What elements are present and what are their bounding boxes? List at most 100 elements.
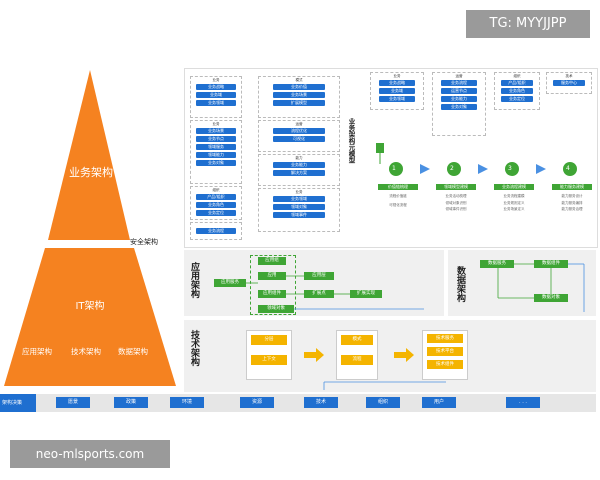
security-label: 安全架构 — [130, 238, 158, 246]
bm-step-3-detail-1: 业务流程建模 — [503, 194, 525, 198]
bottom-label-app: 应用架构 — [22, 347, 52, 356]
bm-top-group1-title: 业务 — [393, 74, 401, 78]
app-arch-label: 应用架构 — [189, 262, 199, 298]
bm-step-3-detail-2: 业务规则定义 — [503, 200, 525, 205]
bm-col1-group2-title: 业务 — [212, 122, 220, 126]
bottom-chip-tech: 技术 — [304, 397, 338, 408]
bm-col1-group2-item5: 业务对象 — [196, 160, 236, 166]
bm-top-group1: 业务 业务战略 业务域 业务领域 — [370, 72, 424, 110]
bm-col2-group3-title: 能力 — [295, 156, 303, 160]
bottom-chip-org: 组织 — [366, 397, 400, 408]
bottom-chip-vision: 愿景 — [56, 397, 90, 408]
pyramid-middle-label: IT架构 — [75, 301, 105, 312]
data-box-object: 数据对象 — [534, 294, 568, 302]
bottom-chip-environment: 环境 — [170, 397, 204, 408]
bm-col2-group2-item2: 可视化 — [273, 136, 325, 142]
bottom-chip-resource: 资源 — [240, 397, 274, 408]
bm-col1-group1-item2: 业务域 — [196, 92, 236, 98]
bm-col2-group4-item1: 业务领域 — [273, 196, 325, 202]
watermark-top-text: TG: MYYJJPP — [489, 16, 567, 31]
bm-top-group2: 运营 业务流程 运营节点 业务能力 业务对象 — [432, 72, 486, 136]
app-box-component: 应用组件 — [258, 290, 286, 298]
bottom-bar-label-box — [0, 394, 36, 412]
tech-arch-label: 技术架构 — [189, 330, 199, 366]
tech-col1: 分层 上下文 — [246, 330, 292, 380]
bm-col2-group3-item1: 业务能力 — [273, 162, 325, 168]
bm-step-1-num: 1 — [392, 165, 396, 172]
tech-arrow-1 — [304, 348, 324, 362]
bm-step-flow — [376, 143, 577, 176]
bm-step-2-detail-2: 领域对象识别 — [445, 200, 467, 205]
bm-side-label: 业务架构元模型 — [347, 118, 355, 164]
bm-col1-group1-title: 业务 — [212, 78, 220, 82]
bm-col2-group1: 模式 业务价值 业务场景 扩展模型 — [258, 76, 340, 118]
app-box-domain-obj: 领域对象 — [258, 305, 294, 313]
bm-top-group3-title: 组织 — [513, 74, 521, 78]
bm-top-group2-item1: 业务流程 — [441, 80, 477, 86]
bm-col1-group3-item3: 业务定位 — [196, 210, 236, 216]
bm-col1-group2-item2: 业务节点 — [196, 136, 236, 142]
bm-step-2-detail-3: 领域事件识别 — [445, 207, 467, 211]
bm-col1-group2-item1: 业务场景 — [196, 128, 236, 134]
data-box-service: 数据服务 — [480, 260, 514, 268]
bm-top-group2-item2: 运营节点 — [441, 88, 477, 94]
bm-col2-group1-item2: 业务场景 — [273, 92, 325, 98]
bm-step-1-circle — [389, 162, 403, 176]
bm-top-group3-item1: 产品/组织 — [501, 80, 533, 86]
bm-col1-group1: 业务 业务战略 业务域 业务领域 — [190, 76, 242, 118]
app-box-extpoint: 扩展点 — [304, 290, 334, 298]
bm-col2-group1-title: 模式 — [295, 78, 303, 82]
bm-col2-group4-item2: 领域对象 — [273, 204, 325, 210]
bm-col1-group2: 业务 业务场景 业务节点 领域服务 领域能力 业务对象 — [190, 120, 242, 184]
app-box-service: 应用服务 — [214, 279, 246, 287]
bm-step-4-detail-3: 能力服务治理 — [561, 207, 583, 211]
bm-col2-group4: 业务 业务领域 领域对象 领域事件 — [258, 188, 340, 232]
tech-arch-arrows — [304, 348, 446, 390]
app-box-group: 应用组 — [258, 257, 286, 265]
pyramid-top — [48, 70, 130, 240]
bm-col2-group3: 能力 业务能力 解决方案 — [258, 154, 340, 186]
bm-step-col2: 领域模型建模 业务活动梳理 领域对象识别 领域事件识别 — [436, 184, 476, 212]
tech-col1-item1: 分层 — [251, 335, 287, 345]
tech-col2-item1: 模式 — [341, 335, 373, 345]
bm-top-group1-item3: 业务领域 — [379, 96, 415, 102]
bm-col1-group2-item4: 领域能力 — [196, 152, 236, 158]
data-arch-arrows — [497, 263, 585, 312]
bm-step-col1: 价值链梳理 流程价值链 可视化流程 — [378, 184, 418, 207]
bm-top-group4-item1: 服务中心 — [553, 80, 585, 86]
bm-step-1-title: 价值链梳理 — [378, 184, 418, 190]
bottom-chip-more: . . . — [506, 397, 540, 408]
app-box-app: 应用 — [258, 272, 286, 280]
tech-col3-item1: 技术服务 — [427, 334, 463, 343]
bm-step-col3: 业务流程建模 业务流程建模 业务规则定义 业务场景定义 — [494, 184, 534, 212]
bm-col2-group1-item1: 业务价值 — [273, 84, 325, 90]
pyramid-bottom — [4, 248, 176, 386]
bottom-label-tech: 技术架构 — [71, 347, 101, 356]
app-box-layer: 应用层 — [304, 272, 334, 280]
bottom-chip-user: 用户 — [422, 397, 456, 408]
bm-step-2-num: 2 — [450, 165, 454, 172]
bm-col1-group2-item3: 领域服务 — [196, 144, 236, 150]
bm-step-3-title: 业务流程建模 — [494, 184, 534, 190]
bm-step-4-detail-2: 能力服务编排 — [561, 200, 583, 205]
pyramid-top-label: 业务架构 — [69, 166, 113, 179]
bm-top-group3-item2: 业务角色 — [501, 88, 533, 94]
app-box-extimpl: 扩展实现 — [350, 290, 382, 298]
bm-step-4-detail-1: 能力服务设计 — [561, 194, 583, 198]
bottom-label-data: 数据架构 — [118, 347, 148, 356]
bm-step-1-detail-1: 流程价值链 — [389, 194, 407, 198]
bm-col1-group3-title: 组织 — [212, 188, 220, 192]
bm-top-group3-item3: 业务定位 — [501, 96, 533, 102]
bm-step-3-num: 3 — [508, 165, 512, 172]
bm-top-group2-title: 运营 — [455, 74, 463, 78]
app-arch-dashed — [250, 255, 296, 315]
app-arch-arrows — [246, 275, 424, 310]
bm-col1-group3-item2: 业务角色 — [196, 202, 236, 208]
bm-step-col4: 能力服务建模 能力服务设计 能力服务编排 能力服务治理 — [552, 184, 592, 212]
bm-step-4-title: 能力服务建模 — [552, 184, 592, 190]
bm-step-4-circle — [563, 162, 577, 176]
watermark-top: TG: MYYJJPP — [466, 10, 590, 38]
data-box-component: 数据组件 — [534, 260, 568, 268]
bm-top-group3: 组织 产品/组织 业务角色 业务定位 — [494, 72, 540, 110]
tech-col3-item2: 技术平台 — [427, 347, 463, 356]
